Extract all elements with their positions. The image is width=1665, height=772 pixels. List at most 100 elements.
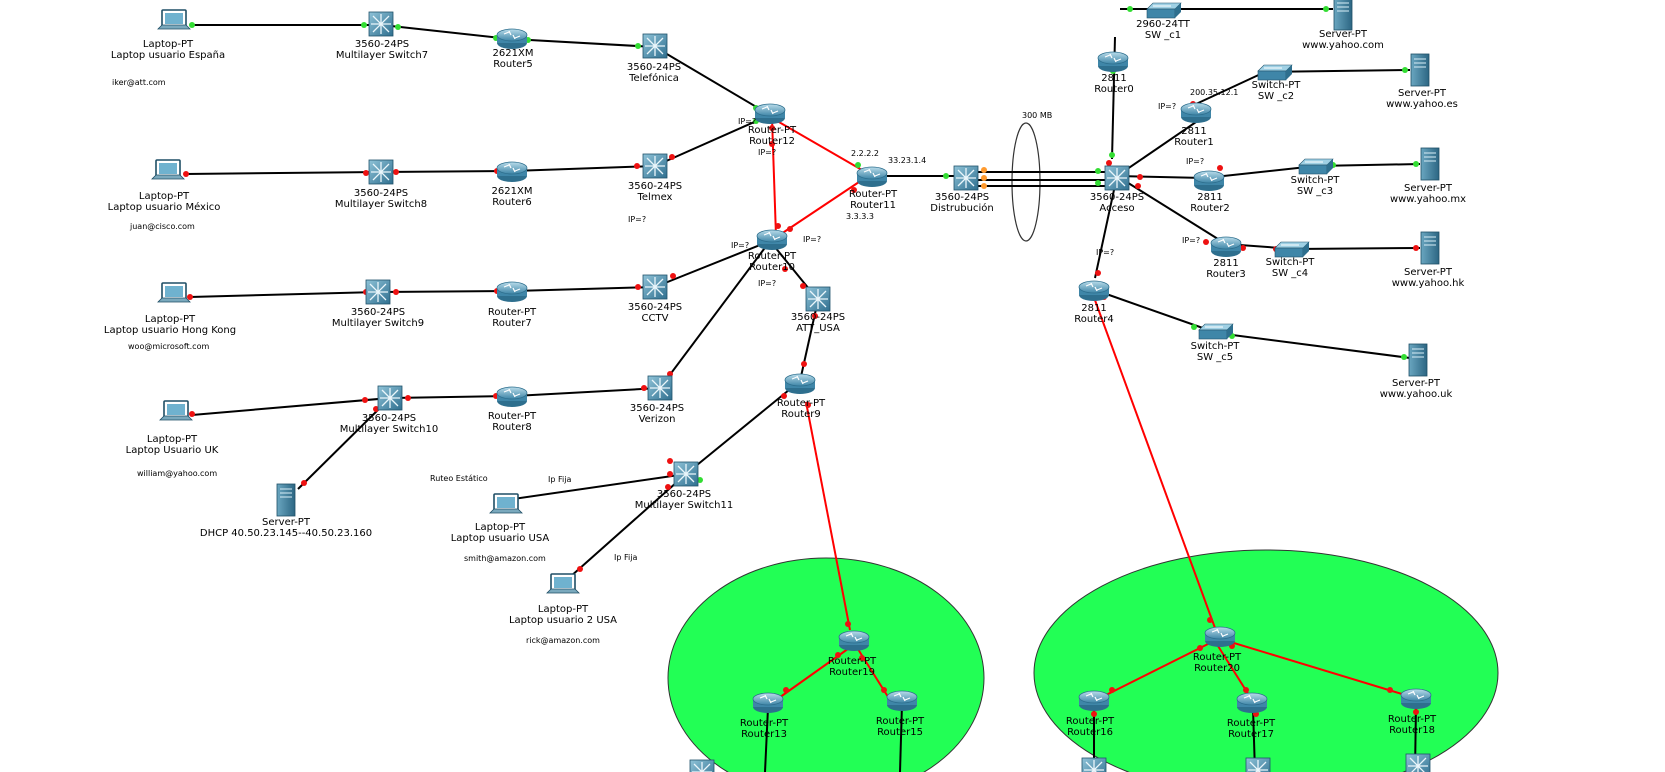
sw-c4-name: SW _c4 <box>1272 268 1308 279</box>
yahoo-uk-name: www.yahoo.uk <box>1380 389 1453 400</box>
laptop-usa-icon[interactable] <box>489 493 523 514</box>
router6-icon[interactable] <box>496 161 528 183</box>
router18-icon[interactable] <box>1400 688 1432 710</box>
router18-switch-icon[interactable] <box>1405 753 1431 772</box>
ms7-model: 3560-24PS <box>355 39 409 50</box>
yahoo-es-server-icon[interactable] <box>1410 53 1430 87</box>
router1-icon[interactable] <box>1180 102 1212 124</box>
router7-icon[interactable] <box>496 281 528 303</box>
sw-c4-icon[interactable] <box>1274 241 1310 258</box>
router19-icon[interactable] <box>838 630 870 652</box>
verizon-switch-icon[interactable] <box>647 375 673 401</box>
yahoo-mx-server-icon[interactable] <box>1420 147 1440 181</box>
sw-c2-icon[interactable] <box>1257 64 1293 81</box>
sw-c1-name: SW _c1 <box>1145 30 1181 41</box>
sw-c2-model: Switch-PT <box>1252 80 1302 91</box>
cctv-switch-icon[interactable] <box>642 274 668 300</box>
distribucion-switch-icon[interactable] <box>953 165 979 191</box>
multilayer-switch10-icon[interactable] <box>377 385 403 411</box>
multilayer-switch9-icon[interactable] <box>365 279 391 305</box>
router16-switch-icon[interactable] <box>1081 757 1107 772</box>
yahoo-hk-server-icon[interactable] <box>1420 231 1440 265</box>
sw-c5-icon[interactable] <box>1198 323 1234 340</box>
r2-model: 2811 <box>1197 192 1222 203</box>
telmex-switch-icon[interactable] <box>642 153 668 179</box>
laptop-espana-icon[interactable] <box>157 9 191 30</box>
laptop-usa2-email: rick@amazon.com <box>526 636 600 645</box>
router17-switch-icon[interactable] <box>1245 757 1271 772</box>
ip-3333: 3.3.3.3 <box>846 212 874 221</box>
laptop-espana-email: iker@att.com <box>112 78 166 87</box>
router4-icon[interactable] <box>1078 280 1110 302</box>
laptop-mexico-icon[interactable] <box>151 159 185 180</box>
router13-icon[interactable] <box>752 692 784 714</box>
laptop-uk-icon[interactable] <box>159 400 193 421</box>
router5-icon[interactable] <box>496 28 528 50</box>
sw-c3-name: SW _c3 <box>1297 186 1333 197</box>
zone-usa-switch-icon[interactable] <box>689 759 715 772</box>
yahoo-com-server-icon[interactable] <box>1333 0 1353 31</box>
sw-c1-icon[interactable] <box>1146 2 1182 19</box>
laptop-usa2-icon[interactable] <box>546 573 580 594</box>
etherchannel-ring <box>1011 122 1041 242</box>
multilayer-switch7-icon[interactable] <box>368 11 394 37</box>
r12-name: Router12 <box>749 136 795 147</box>
sw-c3-model: Switch-PT <box>1291 175 1341 186</box>
laptop-usa-model: Laptop-PT <box>475 522 526 533</box>
r4-model: 2811 <box>1081 303 1106 314</box>
router2-icon[interactable] <box>1193 170 1225 192</box>
router0-icon[interactable] <box>1097 51 1129 73</box>
multilayer-switch11-icon[interactable] <box>673 461 699 487</box>
router15-icon[interactable] <box>886 690 918 712</box>
att-usa-switch-icon[interactable] <box>805 286 831 312</box>
router9-icon[interactable] <box>784 373 816 395</box>
r13-name: Router13 <box>741 729 787 740</box>
router10-icon[interactable] <box>756 229 788 251</box>
router8-icon[interactable] <box>496 386 528 408</box>
telefonica-name: Telefónica <box>628 72 679 84</box>
laptop-uk-model: Laptop-PT <box>147 434 198 445</box>
sw-c5-name: SW _c5 <box>1197 352 1233 363</box>
router12-icon[interactable] <box>754 103 786 125</box>
router16-icon[interactable] <box>1078 690 1110 712</box>
sw-c3-icon[interactable] <box>1298 158 1334 175</box>
r3-name: Router3 <box>1206 269 1246 280</box>
r0-name: Router0 <box>1094 84 1134 95</box>
acceso-switch-icon[interactable] <box>1104 165 1130 191</box>
yahoo-mx-model: Server-PT <box>1404 183 1453 194</box>
r10-name: Router10 <box>749 262 795 273</box>
dhcp-server-icon[interactable] <box>276 483 296 517</box>
laptop-hongkong-icon[interactable] <box>157 282 191 303</box>
router11-icon[interactable] <box>856 166 888 188</box>
ip-r12-bottom: IP=? <box>758 148 776 157</box>
r20-name: Router20 <box>1194 663 1240 674</box>
yahoo-hk-name: www.yahoo.hk <box>1392 278 1465 289</box>
telefonica-switch-icon[interactable] <box>642 33 668 59</box>
r11-model: Router-PT <box>849 189 898 200</box>
router3-icon[interactable] <box>1210 236 1242 258</box>
cctv-model: 3560-24PS <box>628 302 682 313</box>
yahoo-uk-server-icon[interactable] <box>1408 343 1428 377</box>
ms10-name: Multilayer Switch10 <box>340 424 439 435</box>
multilayer-switch8-icon[interactable] <box>368 159 394 185</box>
laptop-usa-email: smith@amazon.com <box>464 554 546 563</box>
router20-icon[interactable] <box>1204 626 1236 648</box>
laptop-uk-email: william@yahoo.com <box>137 469 217 478</box>
router17-icon[interactable] <box>1236 692 1268 714</box>
ip-r1: IP=? <box>1158 102 1176 111</box>
